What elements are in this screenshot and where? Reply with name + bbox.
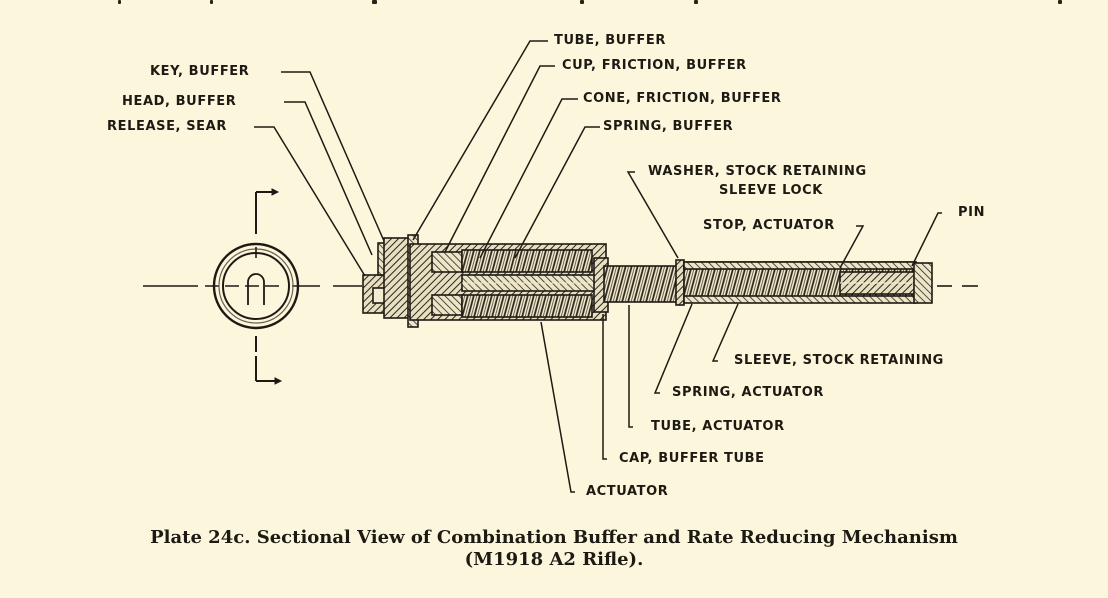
label-tube-actuator: TUBE, ACTUATOR	[651, 419, 785, 434]
leader-lines	[254, 40, 942, 493]
figure-caption-line1: Plate 24c. Sectional View of Combination…	[150, 527, 958, 548]
cropped-text-line	[0, 0, 1108, 6]
buffer-assembly	[362, 234, 609, 328]
label-washer-stock-retaining: WASHER, STOCK RETAINING	[648, 164, 867, 179]
label-sleeve-lock: SLEEVE LOCK	[719, 183, 823, 198]
label-actuator: ACTUATOR	[586, 484, 669, 499]
label-tube-buffer: TUBE, BUFFER	[554, 33, 666, 48]
label-stop-actuator: STOP, ACTUATOR	[703, 218, 835, 233]
label-pin: PIN	[958, 205, 986, 220]
label-key-buffer: KEY, BUFFER	[150, 64, 250, 79]
actuator-assembly	[603, 259, 933, 306]
label-cone-friction-buffer: CONE, FRICTION, BUFFER	[583, 91, 782, 106]
label-release-sear: RELEASE, SEAR	[107, 119, 227, 134]
end-view	[212, 188, 300, 385]
label-spring-actuator: SPRING, ACTUATOR	[672, 385, 824, 400]
label-cap-buffer-tube: CAP, BUFFER TUBE	[619, 451, 765, 466]
label-cup-friction-buffer: CUP, FRICTION, BUFFER	[562, 58, 747, 73]
figure-caption-line2: (M1918 A2 Rifle).	[464, 549, 644, 570]
label-sleeve-stock-retaining: SLEEVE, STOCK RETAINING	[734, 353, 944, 368]
label-spring-buffer: SPRING, BUFFER	[603, 119, 734, 134]
label-head-buffer: HEAD, BUFFER	[122, 94, 237, 109]
